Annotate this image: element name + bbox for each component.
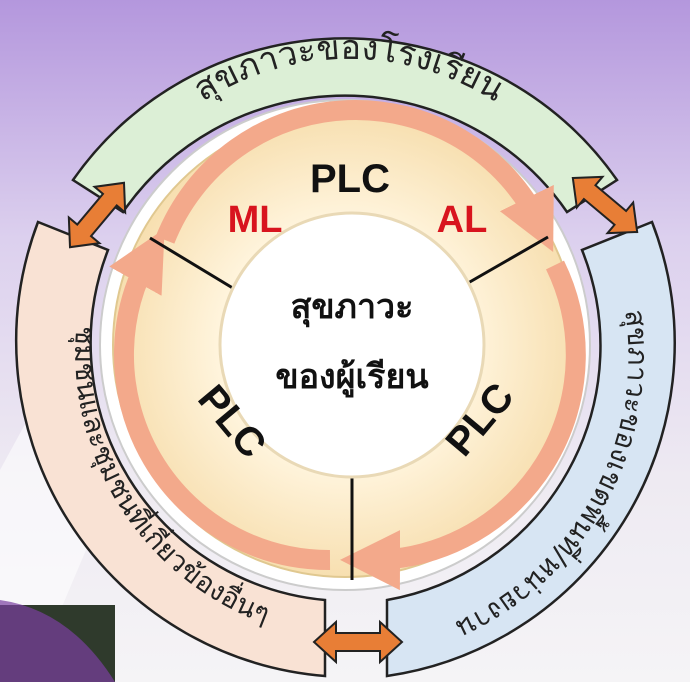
cycle-arrow-left	[109, 228, 331, 571]
double-arrow-bottom	[312, 619, 404, 665]
center-title-line2: ของผู้เรียน	[275, 357, 428, 398]
community-segment	[14, 220, 327, 678]
corner-photo-frame	[0, 600, 115, 682]
double-arrow-left	[67, 181, 127, 249]
school-segment	[71, 37, 619, 214]
double-arrow-right	[571, 175, 639, 235]
ml-label: ML	[228, 199, 283, 241]
divider-left	[149, 236, 237, 292]
center-circle	[218, 211, 486, 479]
al-label: AL	[437, 199, 488, 241]
center-title-line1: สุขภาวะ	[291, 287, 414, 328]
plc-label-top: PLC	[310, 157, 390, 201]
cycle-arrow-right	[340, 260, 586, 591]
cycle-arrow-top	[155, 100, 554, 252]
divider-right	[467, 235, 549, 285]
district-segment	[385, 220, 676, 678]
